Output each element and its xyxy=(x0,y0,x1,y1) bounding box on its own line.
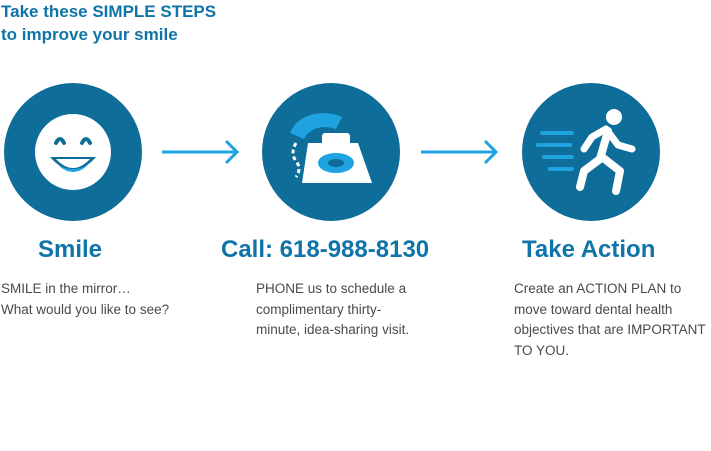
smiley-face-icon xyxy=(35,114,111,190)
desc-line: objectives that are IMPORTANT xyxy=(514,322,706,337)
desc-line: complimentary thirty- xyxy=(256,301,382,317)
smile-step-circle xyxy=(4,83,142,221)
step-desc-take-action: Create an ACTION PLAN to move toward den… xyxy=(514,279,706,361)
arrow-right-icon xyxy=(162,139,240,165)
step-title-take-action: Take Action xyxy=(522,236,656,263)
running-person-icon xyxy=(536,109,636,195)
headline-line-1: Take these SIMPLE STEPS xyxy=(1,2,217,21)
call-step-circle xyxy=(262,83,400,221)
headline-line-2: to improve your smile xyxy=(1,25,178,44)
desc-line: minute, idea-sharing visit. xyxy=(256,322,410,337)
desc-line: PHONE us to schedule a xyxy=(256,281,407,296)
step-title-smile: Smile xyxy=(38,236,103,263)
desc-line: What would you like to see? xyxy=(1,301,170,317)
step-desc-smile: SMILE in the mirror… What would you like… xyxy=(1,279,169,320)
step-title-call: Call: 618-988-8130 xyxy=(221,236,430,263)
telephone-icon xyxy=(290,113,372,183)
desc-line: TO YOU. xyxy=(514,342,570,358)
action-step-circle xyxy=(522,83,660,221)
step-desc-call: PHONE us to schedule a complimentary thi… xyxy=(256,279,409,341)
desc-line: SMILE in the mirror… xyxy=(1,281,131,296)
desc-line: Create an ACTION PLAN to xyxy=(514,281,682,296)
desc-line: move toward dental health xyxy=(514,301,673,317)
headline: Take these SIMPLE STEPS to improve your … xyxy=(1,0,216,46)
arrow-right-icon xyxy=(421,139,499,165)
